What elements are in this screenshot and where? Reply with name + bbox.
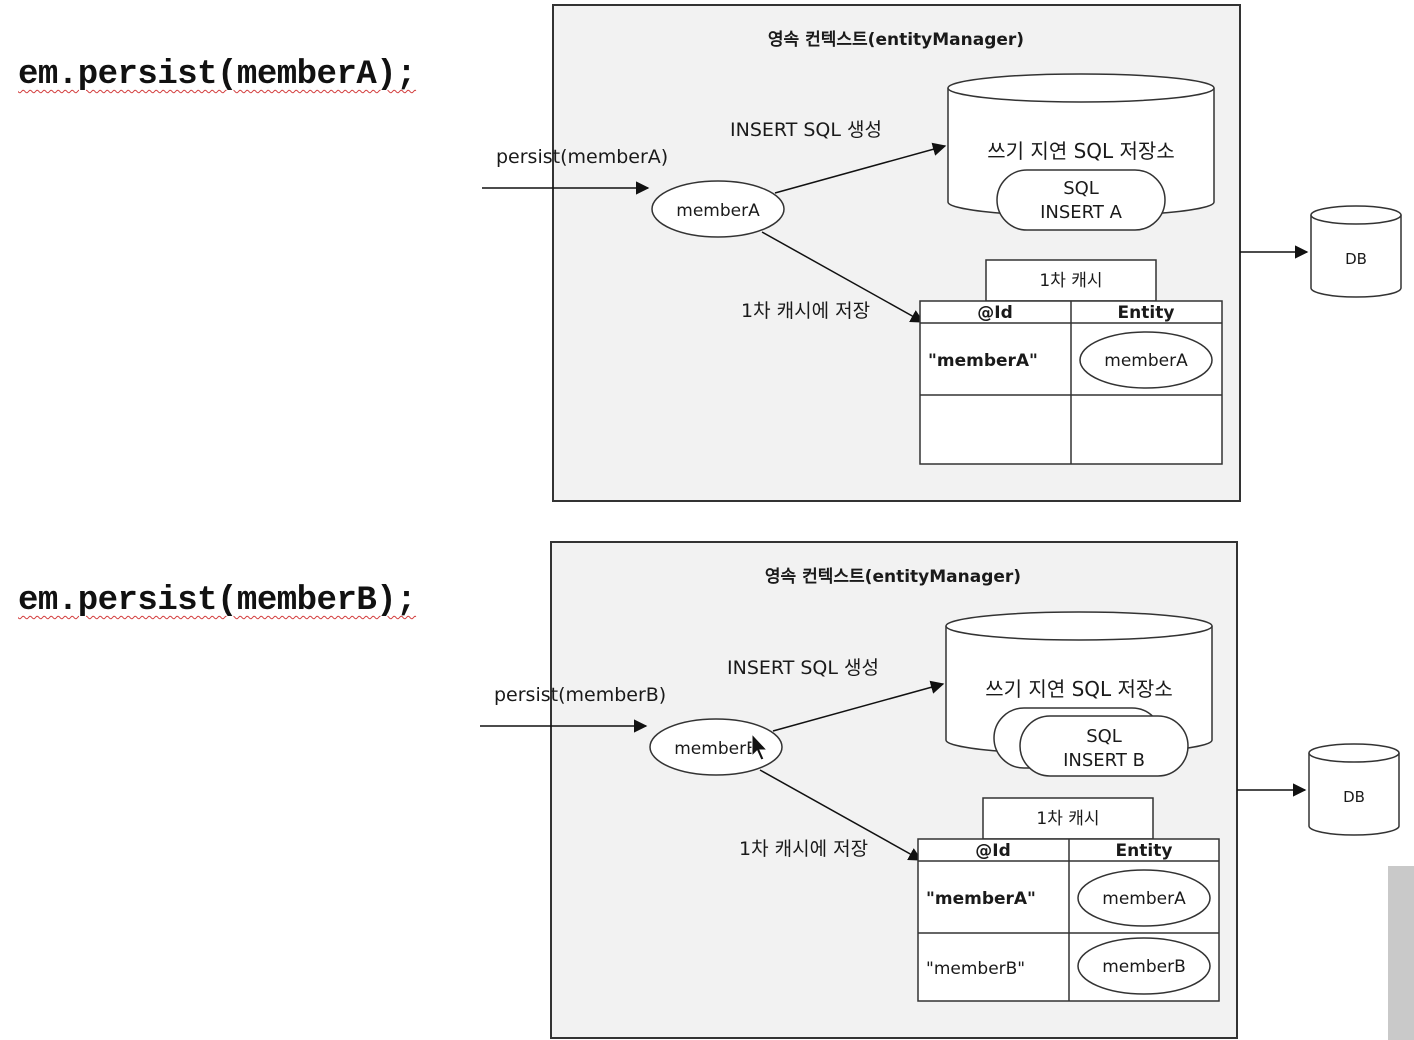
cache-row-entity: memberA	[1102, 889, 1186, 909]
context-title: 영속 컨텍스트(entityManager)	[768, 30, 1024, 50]
cache-save-arrow	[759, 769, 923, 861]
insert-sql-arrow	[774, 142, 947, 194]
panel-member-a: 영속 컨텍스트(entityManager) persist(memberA) …	[482, 4, 1402, 502]
persist-label: persist(memberB)	[494, 684, 666, 706]
cache-title: 1차 캐시	[1039, 271, 1102, 291]
db-label: DB	[1343, 788, 1365, 806]
cache-title-box	[985, 259, 1157, 302]
cache-save-label: 1차 캐시에 저장	[739, 838, 868, 860]
code-persist-member-a: em.persist(memberA);	[18, 56, 417, 94]
col-entity-header: Entity	[1118, 303, 1175, 323]
db-cylinder	[1308, 743, 1400, 836]
col-entity-header: Entity	[1116, 841, 1173, 861]
insert-sql-label: INSERT SQL 생성	[730, 119, 882, 141]
sql-entry-line2: INSERT A	[1040, 202, 1122, 223]
sql-entry-line1: SQL	[1086, 726, 1122, 747]
sql-entry	[996, 169, 1166, 231]
cache-save-label: 1차 캐시에 저장	[741, 300, 870, 322]
sql-store-label: 쓰기 지연 SQL 저장소	[985, 677, 1172, 701]
cache-row-id: "memberA"	[928, 351, 1038, 371]
sql-entry	[1019, 715, 1189, 777]
panel-member-b: 영속 컨텍스트(entityManager) persist(memberB) …	[480, 541, 1400, 1039]
sql-store-label: 쓰기 지연 SQL 저장소	[987, 139, 1174, 163]
side-panel-edge	[1388, 866, 1414, 1040]
cache-row-entity-ellipse	[1079, 331, 1213, 389]
col-id-header: @Id	[977, 303, 1013, 323]
entity-label: memberB	[674, 739, 757, 759]
entity-ellipse	[651, 180, 785, 238]
insert-sql-arrow	[772, 680, 945, 732]
persist-label: persist(memberA)	[496, 146, 668, 168]
cache-row-id: "memberB"	[926, 959, 1025, 979]
code-persist-member-b: em.persist(memberB);	[18, 582, 417, 620]
cache-row-entity-ellipse	[1077, 937, 1211, 995]
cache-title: 1차 캐시	[1036, 809, 1099, 829]
entity-label: memberA	[676, 201, 760, 221]
sql-entry-line1: SQL	[1063, 178, 1099, 199]
sql-entry-line2: INSERT B	[1063, 750, 1145, 771]
cache-row-entity: memberB	[1102, 957, 1185, 977]
entity-ellipse	[649, 718, 783, 776]
col-id-header: @Id	[975, 841, 1011, 861]
context-title: 영속 컨텍스트(entityManager)	[765, 567, 1021, 587]
cache-row-entity: memberA	[1104, 351, 1188, 371]
mouse-cursor-icon	[751, 732, 769, 761]
insert-sql-label: INSERT SQL 생성	[727, 657, 879, 679]
cache-title-box	[982, 797, 1154, 840]
cache-row-id: "memberA"	[926, 889, 1036, 909]
db-label: DB	[1345, 250, 1367, 268]
cache-save-arrow	[761, 231, 925, 323]
cache-row-entity-ellipse	[1077, 869, 1211, 927]
db-cylinder	[1310, 205, 1402, 298]
